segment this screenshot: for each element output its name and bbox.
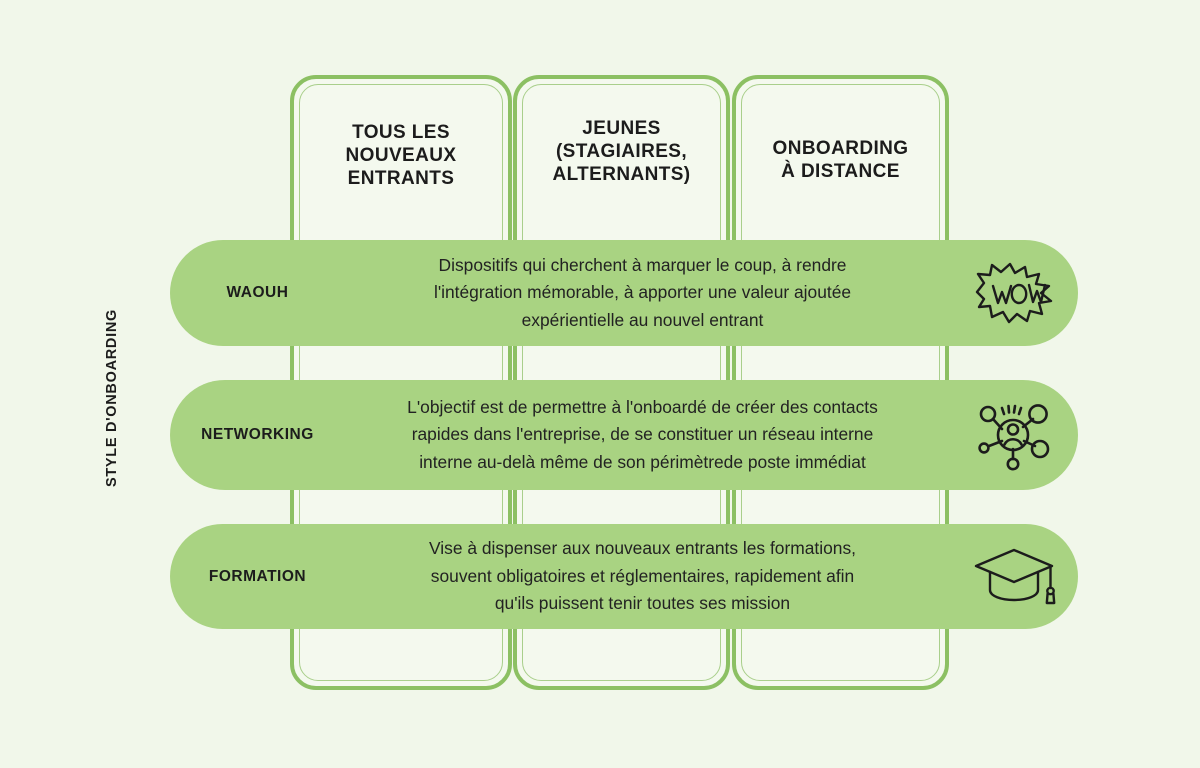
row-description: Dispositifs qui cherchent à marquer le c… xyxy=(433,254,852,330)
wow-burst-icon xyxy=(950,261,1078,325)
column-title: JEUNES (STAGIAIRES, ALTERNANTS) xyxy=(552,118,691,186)
column-title: ONBOARDING À DISTANCE xyxy=(772,138,909,183)
graduation-cap-icon xyxy=(950,544,1078,610)
row-label: NETWORKING xyxy=(201,426,314,443)
row-label: WAOUH xyxy=(226,284,289,301)
style-row-formation[interactable]: FORMATION Vise à dispenser aux nouveaux … xyxy=(170,524,1078,629)
row-description: L'objectif est de permettre à l'onboardé… xyxy=(407,396,878,472)
row-description: Vise à dispenser aux nouveaux entrants l… xyxy=(429,538,856,614)
style-row-waouh[interactable]: WAOUH Dispositifs qui cherchent à marque… xyxy=(170,240,1078,346)
column-title: TOUS LES NOUVEAUX ENTRANTS xyxy=(345,122,457,190)
network-person-icon xyxy=(950,399,1078,471)
row-label: FORMATION xyxy=(208,567,307,585)
style-row-networking[interactable]: NETWORKING L'objectif est de permettre à… xyxy=(170,380,1078,490)
